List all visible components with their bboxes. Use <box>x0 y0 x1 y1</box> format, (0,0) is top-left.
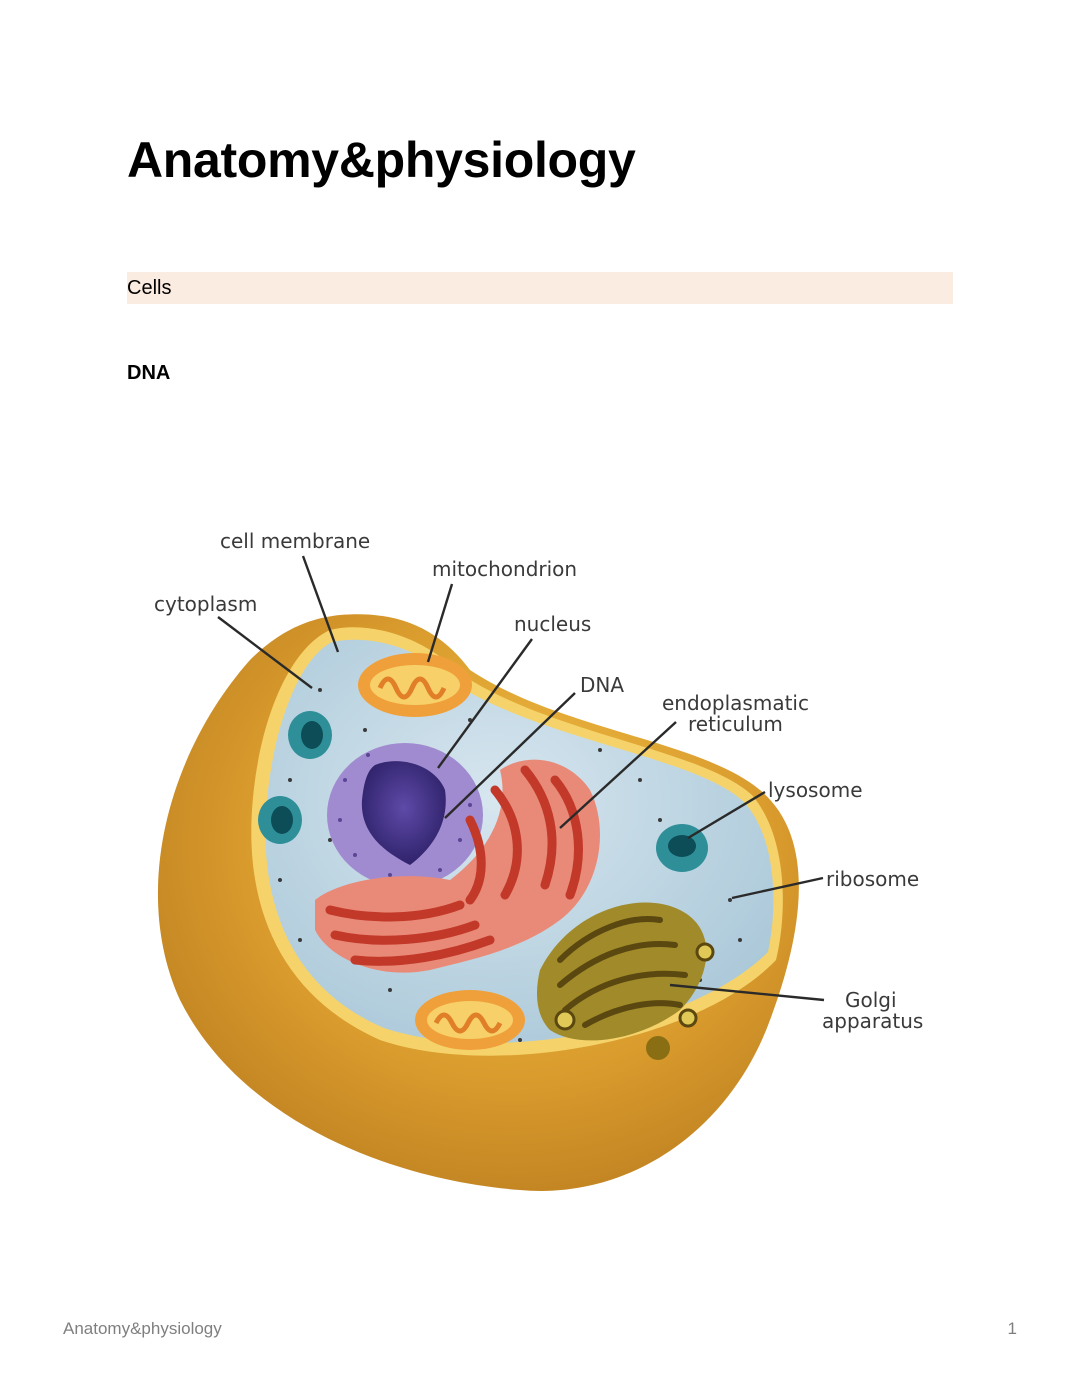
cell-diagram-svg: cell membrane mitochondrion cytoplasm nu… <box>154 529 923 1191</box>
endoplasmic-reticulum <box>315 759 600 973</box>
mitochondrion-top <box>358 653 472 717</box>
section-label: Cells <box>127 277 172 299</box>
section-band: Cells <box>127 272 953 304</box>
nucleus <box>327 743 483 887</box>
footer-title: Anatomy&physiology <box>63 1319 222 1338</box>
label-lysosome: lysosome <box>768 778 863 802</box>
label-dna: DNA <box>580 673 624 697</box>
label-golgi-line2: apparatus <box>822 1009 923 1033</box>
label-ribosome: ribosome <box>826 867 919 891</box>
label-cell-membrane: cell membrane <box>220 529 370 553</box>
leader-lines <box>217 555 825 1002</box>
golgi-apparatus <box>537 902 715 1060</box>
subheading: DNA <box>127 362 171 384</box>
label-golgi-line1: Golgi <box>845 988 897 1012</box>
mitochondrion-bottom <box>415 990 525 1050</box>
page-number: 1 <box>1007 1319 1017 1338</box>
label-er-line2: reticulum <box>688 712 783 736</box>
label-mitochondrion: mitochondrion <box>432 557 577 581</box>
document-title: Anatomy&physiology <box>127 132 636 188</box>
label-cytoplasm: cytoplasm <box>154 592 257 616</box>
cell-diagram: cell membrane mitochondrion cytoplasm nu… <box>140 520 940 1210</box>
label-er-line1: endoplasmatic <box>662 691 809 715</box>
label-nucleus: nucleus <box>514 612 591 636</box>
lysosomes <box>258 711 708 872</box>
